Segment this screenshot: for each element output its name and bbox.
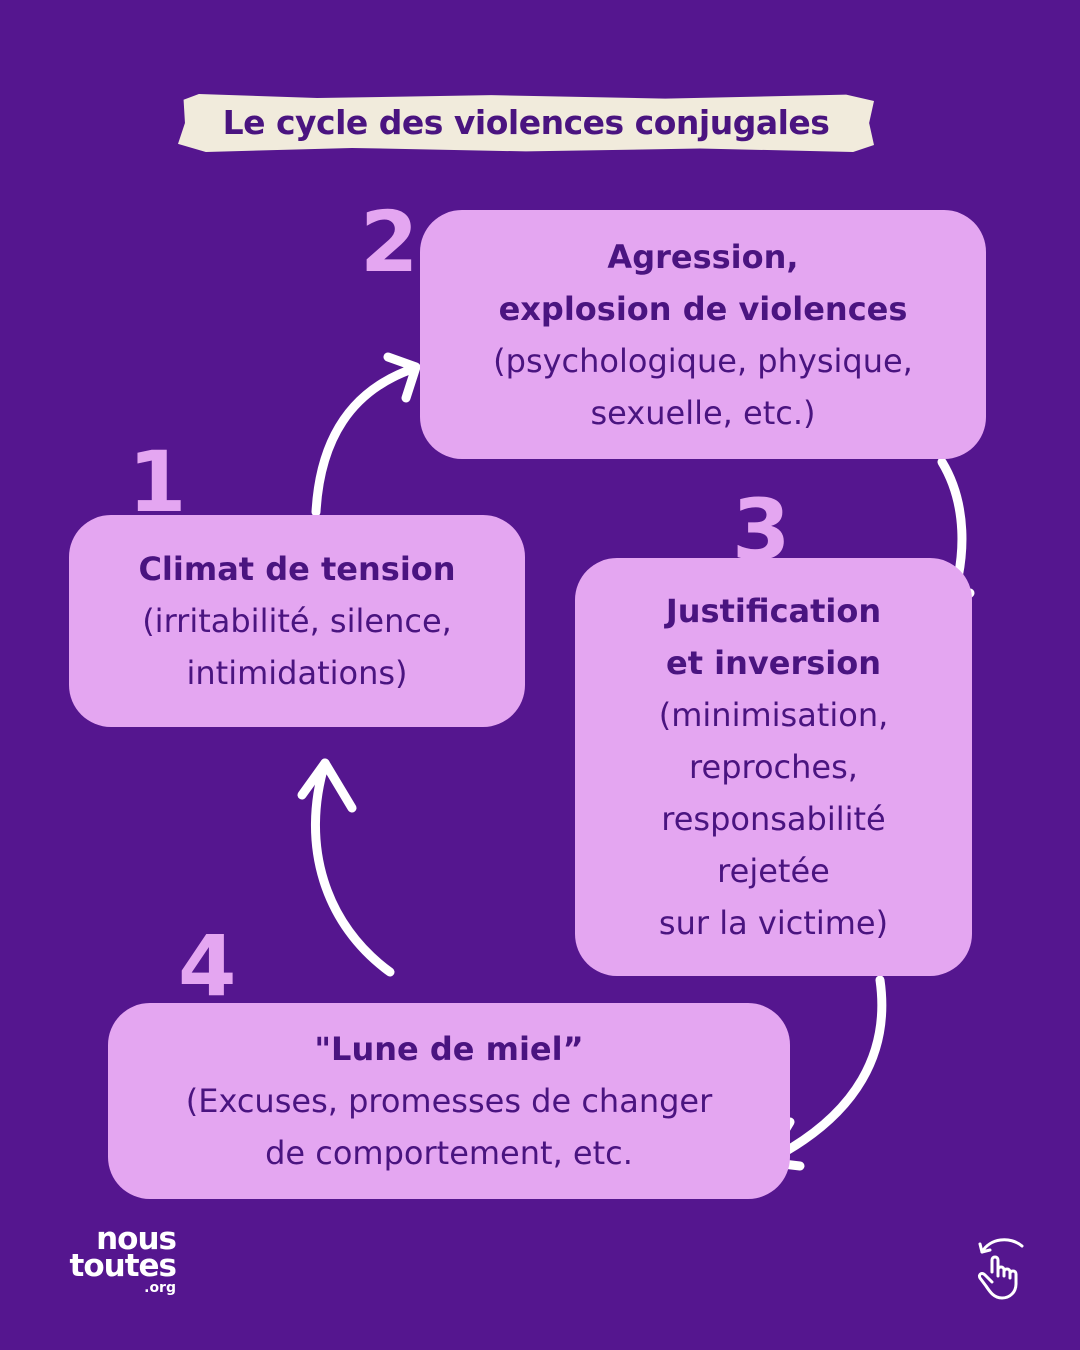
step-2-description: (psychologique, physique, sexuelle, etc.… xyxy=(493,341,913,432)
logo-line-toutes: toutes xyxy=(69,1248,177,1284)
step-box-lune-de-miel: "Lune de miel” (Excuses, promesses de ch… xyxy=(108,1003,790,1199)
step-box-justification: Justification et inversion (minimisation… xyxy=(575,558,972,976)
logo-line-nous: nous xyxy=(96,1221,177,1257)
step-number-2: 2 xyxy=(360,193,419,291)
step-3-title: Justification et inversion xyxy=(665,592,882,682)
page-title: Le cycle des violences conjugales xyxy=(222,103,830,142)
swipe-hand-icon xyxy=(978,1238,1024,1300)
step-4-description: (Excuses, promesses de changer de compor… xyxy=(185,1082,713,1172)
step-4-title: "Lune de miel” xyxy=(314,1030,584,1068)
title-band xyxy=(178,94,874,152)
arrow-1-to-2 xyxy=(311,363,420,517)
arrow-4-to-1 xyxy=(310,758,395,977)
step-1-description: (irritabilité, silence, intimidations) xyxy=(142,602,452,692)
step-3-description: (minimisation, reproches, responsabilité… xyxy=(658,696,889,942)
step-2-title: Agression, explosion de violences xyxy=(498,237,908,328)
arrow-1-to-2-head xyxy=(383,352,421,403)
step-box-climat-de-tension: Climat de tension (irritabilité, silence… xyxy=(69,515,525,727)
step-box-agression: Agression, explosion de violences (psych… xyxy=(420,210,986,459)
step-1-title: Climat de tension xyxy=(138,550,456,588)
arrow-3-to-4 xyxy=(761,975,887,1167)
step-number-4: 4 xyxy=(178,917,237,1015)
arrow-4-to-1-head xyxy=(297,758,357,813)
step-number-1: 1 xyxy=(128,433,187,531)
noustoutes-logo: nous toutes .org xyxy=(52,1221,177,1297)
logo-line-org: .org xyxy=(144,1280,176,1296)
